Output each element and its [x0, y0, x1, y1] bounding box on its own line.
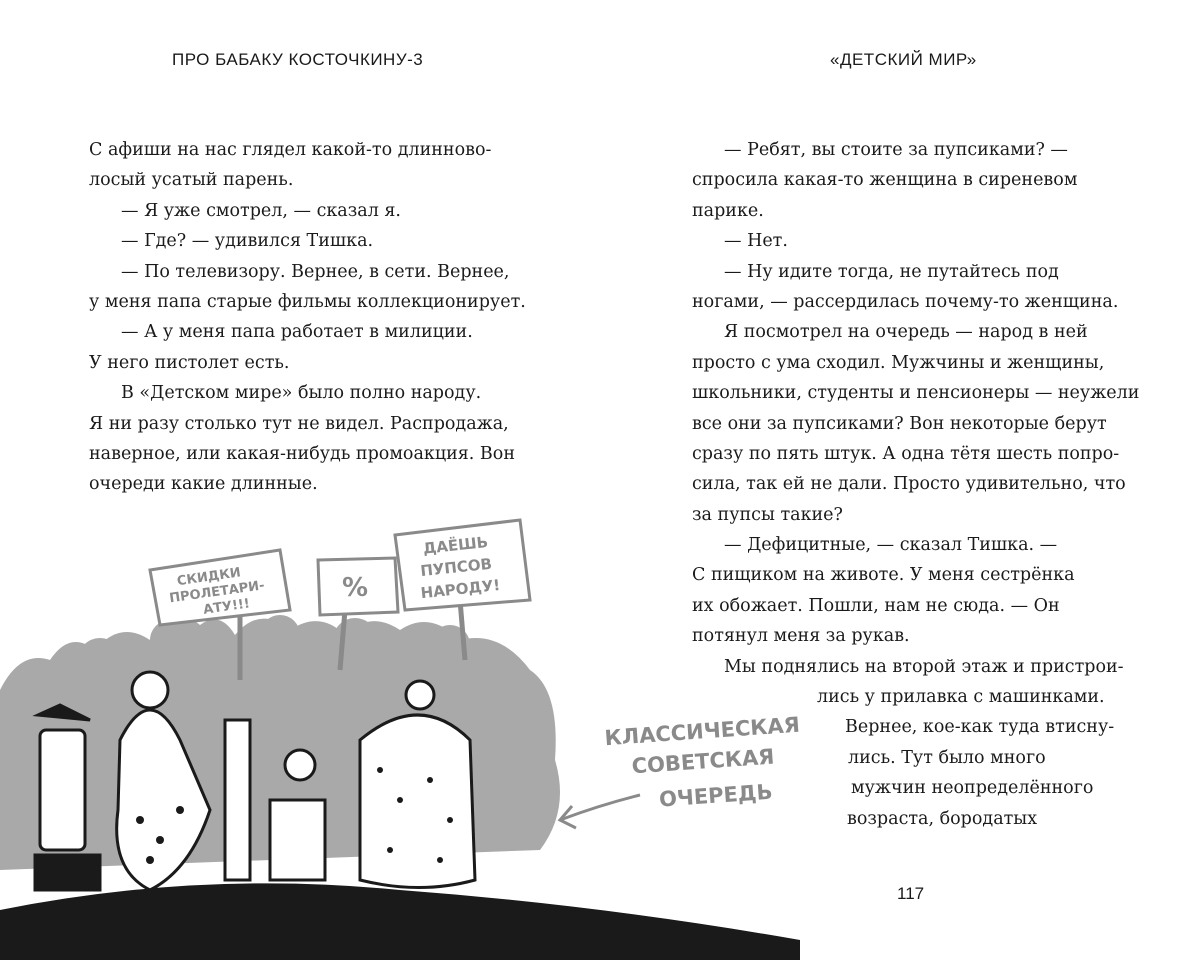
text-line: — А у меня папа работает в милиции.: [121, 322, 473, 343]
svg-text:%: %: [342, 573, 368, 603]
text-line: — Я уже смотрел, — сказал я.: [121, 200, 401, 221]
text-line: спросила какая-то женщина в сиреневом: [692, 170, 1078, 191]
text-line: все они за пупсиками? Вон некоторые беру…: [692, 413, 1107, 434]
text-line: — Дефицитные, — сказал Тишка. —: [724, 535, 1058, 556]
sign-percent: %: [316, 556, 400, 617]
text-line: Мы поднялись на второй этаж и пристрои-: [724, 656, 1124, 677]
text-line: — Ребят, вы стоите за пупсиками? —: [724, 140, 1068, 160]
queue-illustration: СКИДКИПРОЛЕТАРИ-АТУ!!! % ДАЁШЬПУПСОВНАРО…: [0, 518, 800, 960]
text-line: — Нет.: [724, 231, 788, 252]
ground: [0, 883, 800, 960]
text-line: С пищиком на животе. У меня сестрёнка: [692, 565, 1075, 586]
text-line: лись у прилавка с машинками.: [817, 687, 1105, 708]
running-title-left: ПРО БАБАКУ КОСТОЧКИНУ-3: [172, 50, 424, 69]
queue-people: [32, 670, 477, 892]
svg-text:СКИДКИПРОЛЕТАРИ-АТУ!!!: СКИДКИПРОЛЕТАРИ-АТУ!!!: [166, 562, 267, 622]
text-line: лосый усатый парень.: [89, 170, 294, 191]
text-line: — Ну идите тогда, не путайтесь под: [724, 261, 1059, 282]
right-page-text: — Ребят, вы стоите за пупсиками? — спрос…: [692, 135, 1140, 834]
text-line: парике.: [692, 200, 764, 221]
text-line: Вернее, кое-как туда втисну-: [845, 717, 1115, 738]
text-line: ногами, — рассердилась почему-то женщина…: [692, 291, 1119, 312]
arrow-icon: [557, 793, 641, 830]
text-line: потянул меня за рукав.: [692, 626, 910, 647]
text-line: школьники, студенты и пенсионеры — неуже…: [692, 383, 1140, 404]
text-line: В «Детском мире» было полно народу.: [121, 383, 482, 404]
text-line: У него пистолет есть.: [89, 352, 290, 373]
sign-give-dolls: ДАЁШЬПУПСОВНАРОДУ!: [393, 518, 532, 612]
text-line: наверное, или какая-нибудь промоакция. В…: [89, 443, 515, 464]
left-page-text: С афиши на нас глядел какой-то длинново-…: [89, 135, 526, 500]
page-number: 117: [897, 884, 925, 903]
text-line: просто с ума сходил. Мужчины и женщины,: [692, 352, 1105, 373]
text-line: за пупсы такие?: [692, 504, 843, 525]
text-line: Я посмотрел на очередь — народ в ней: [724, 322, 1088, 343]
text-line: у меня папа старые фильмы коллекционируе…: [89, 291, 526, 312]
text-line: сила, так ей не дали. Просто удивительно…: [692, 474, 1126, 495]
sign-discounts: СКИДКИПРОЛЕТАРИ-АТУ!!!: [148, 548, 292, 627]
text-line: сразу по пять штук. А одна тётя шесть по…: [692, 443, 1120, 464]
text-line: С афиши на нас глядел какой-то длинново-: [89, 140, 492, 160]
text-line: — По телевизору. Вернее, в сети. Вернее,: [121, 261, 510, 282]
text-line: возраста, бородатых: [847, 808, 1038, 829]
text-line: очереди какие длинные.: [89, 474, 318, 495]
text-line: их обожает. Пошли, нам не сюда. — Он: [692, 595, 1060, 616]
text-line: лись. Тут было много: [848, 747, 1046, 768]
svg-text:КЛАССИЧЕСКАЯСОВЕТСКАЯОЧЕРЕДЬ: КЛАССИЧЕСКАЯСОВЕТСКАЯОЧЕРЕДЬ: [604, 713, 800, 815]
text-line: Я ни разу столько тут не видел. Распрода…: [89, 413, 509, 434]
text-line: мужчин неопределённого: [851, 778, 1094, 799]
text-line: — Где? — удивился Тишка.: [121, 231, 374, 252]
illustration-caption: КЛАССИЧЕСКАЯСОВЕТСКАЯОЧЕРЕДЬ: [604, 713, 800, 815]
running-title-right: «ДЕТСКИЙ МИР»: [830, 50, 977, 69]
